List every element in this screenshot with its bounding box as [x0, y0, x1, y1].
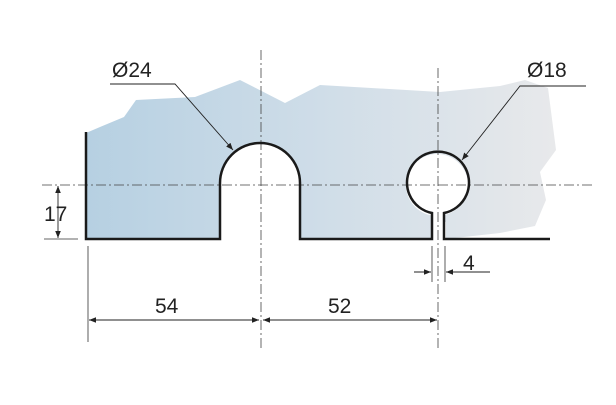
center-lines — [42, 50, 592, 348]
small-diameter-label: Ø18 — [527, 59, 567, 82]
small-hole-fill — [406, 154, 468, 216]
height-label: 17 — [44, 203, 67, 226]
edge-to-large-label: 54 — [155, 295, 179, 318]
large-diameter-label: Ø24 — [112, 59, 152, 82]
dimension-lines — [55, 83, 586, 323]
slot-width-label: 4 — [463, 252, 475, 275]
glass-outline — [84, 132, 550, 241]
large-to-small-label: 52 — [328, 295, 351, 318]
extension-lines — [44, 238, 446, 342]
glass-panel — [86, 80, 556, 239]
